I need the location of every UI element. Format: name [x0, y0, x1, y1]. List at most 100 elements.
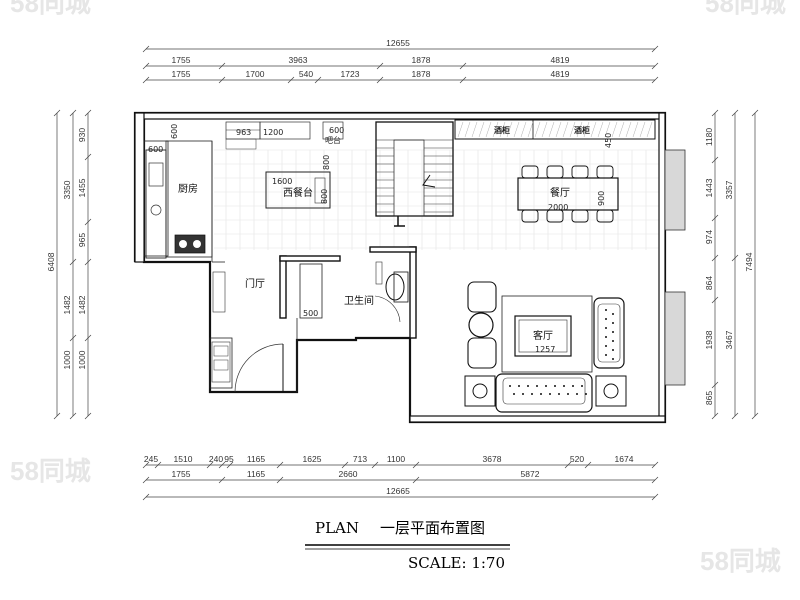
hatch-line — [576, 121, 583, 138]
dimension-tick — [84, 334, 92, 342]
tuft-dot — [581, 385, 583, 387]
exterior-walls — [133, 111, 667, 424]
tuft-dot — [522, 393, 524, 395]
dim-label: 713 — [353, 454, 367, 464]
dim-label: 974 — [704, 230, 714, 244]
door-swing — [374, 295, 401, 323]
dim-label: 1165 — [247, 469, 266, 479]
dim-label: 1625 — [303, 454, 322, 464]
dim-label: 3350 — [62, 180, 72, 199]
tuft-dot — [572, 385, 574, 387]
label-dining: 餐厅 — [550, 186, 570, 199]
dim-right-total: 7494 — [744, 252, 754, 271]
dimension-tick — [276, 461, 284, 469]
scale-label: SCALE: 1:70 — [408, 554, 505, 572]
tuft-dot — [540, 393, 542, 395]
dimension-tick — [142, 45, 150, 53]
armchair — [467, 281, 497, 313]
living-room-furniture — [464, 281, 627, 413]
dim-table-width: 900 — [597, 191, 606, 206]
dim-island-length: 1600 — [272, 177, 292, 186]
kitchen-counters — [145, 121, 344, 259]
dim-label: 1755 — [172, 469, 191, 479]
hatch-line — [464, 121, 471, 138]
tuft-dot — [549, 393, 551, 395]
dimension-tick — [412, 476, 420, 484]
dim-label: 1878 — [412, 69, 431, 79]
hatch-line — [520, 121, 527, 138]
dim-label: 3357 — [724, 180, 734, 199]
dining-chair — [571, 165, 589, 179]
dining-table — [517, 165, 619, 223]
tuft-dot — [612, 313, 614, 315]
hatch-line — [646, 121, 653, 138]
dimension-tick — [69, 109, 77, 117]
hatch-line — [562, 121, 569, 138]
top-dimensions — [142, 45, 659, 84]
dimension-tick — [651, 476, 659, 484]
dimension-tick — [154, 461, 162, 469]
dimension-tick — [341, 461, 349, 469]
dining-chair — [546, 165, 564, 179]
dim-label: 1700 — [246, 69, 265, 79]
dim-label: 95 — [224, 454, 234, 464]
dim-bottom-total: 12665 — [386, 486, 410, 496]
dimension-tick — [53, 412, 61, 420]
dimension-tick — [276, 476, 284, 484]
bay-window — [664, 149, 686, 386]
hatch-line — [555, 121, 562, 138]
hatch-line — [534, 121, 541, 138]
title-block: PLAN 一层平面布置图 SCALE: 1:70 — [305, 519, 510, 572]
tuft-dot — [605, 354, 607, 356]
stove-icon — [174, 234, 206, 254]
bathroom — [299, 261, 409, 323]
dimension-tick — [711, 109, 719, 117]
side-table — [464, 375, 496, 407]
dim-label: 240 — [209, 454, 223, 464]
wine-cabinet — [454, 119, 656, 140]
dim-sofa-1257: 1257 — [535, 345, 555, 354]
tuft-dot — [536, 385, 538, 387]
dim-top-total: 12655 — [386, 38, 410, 48]
dimension-tick — [651, 45, 659, 53]
dimension-tick — [651, 76, 659, 84]
dimension-tick — [69, 412, 77, 420]
dim-label: 3467 — [724, 330, 734, 349]
dimension-tick — [751, 412, 759, 420]
tuft-dot — [612, 322, 614, 324]
dim-label: 1455 — [77, 178, 87, 197]
hatch-line — [457, 121, 464, 138]
dimension-tick — [84, 258, 92, 266]
dimension-tick — [651, 461, 659, 469]
hatch-line — [541, 121, 548, 138]
dimension-tick — [376, 62, 384, 70]
dimension-tick — [287, 76, 295, 84]
label-bathroom: 卫生间 — [344, 294, 374, 307]
dimension-tick — [218, 62, 226, 70]
dim-label: 865 — [704, 391, 714, 405]
dim-table-length: 2000 — [548, 203, 568, 212]
dimension-tick — [584, 461, 592, 469]
hatch-line — [513, 121, 520, 138]
label-entry: 门厅 — [245, 277, 265, 290]
dimension-tick — [376, 76, 384, 84]
dim-label: 4819 — [551, 55, 570, 65]
label-wine-cabinet: 酒柜 — [494, 125, 510, 135]
tuft-dot — [585, 393, 587, 395]
faucet-icon — [150, 204, 162, 216]
coffee-table — [514, 315, 572, 357]
dim-label: 3963 — [289, 55, 308, 65]
dim-label: 5872 — [521, 469, 540, 479]
dim-label: 1165 — [247, 454, 266, 464]
dining-chair — [596, 165, 614, 179]
dimension-tick — [711, 214, 719, 222]
dim-label: 930 — [77, 128, 87, 142]
dim-label: 1000 — [77, 350, 87, 369]
dim-label: 1938 — [704, 330, 714, 349]
tuft-dot — [605, 336, 607, 338]
dimension-tick — [69, 258, 77, 266]
label-island: 西餐台 — [283, 186, 313, 199]
dim-label: 1100 — [387, 454, 406, 464]
tuft-dot — [554, 385, 556, 387]
round-table — [468, 312, 494, 338]
